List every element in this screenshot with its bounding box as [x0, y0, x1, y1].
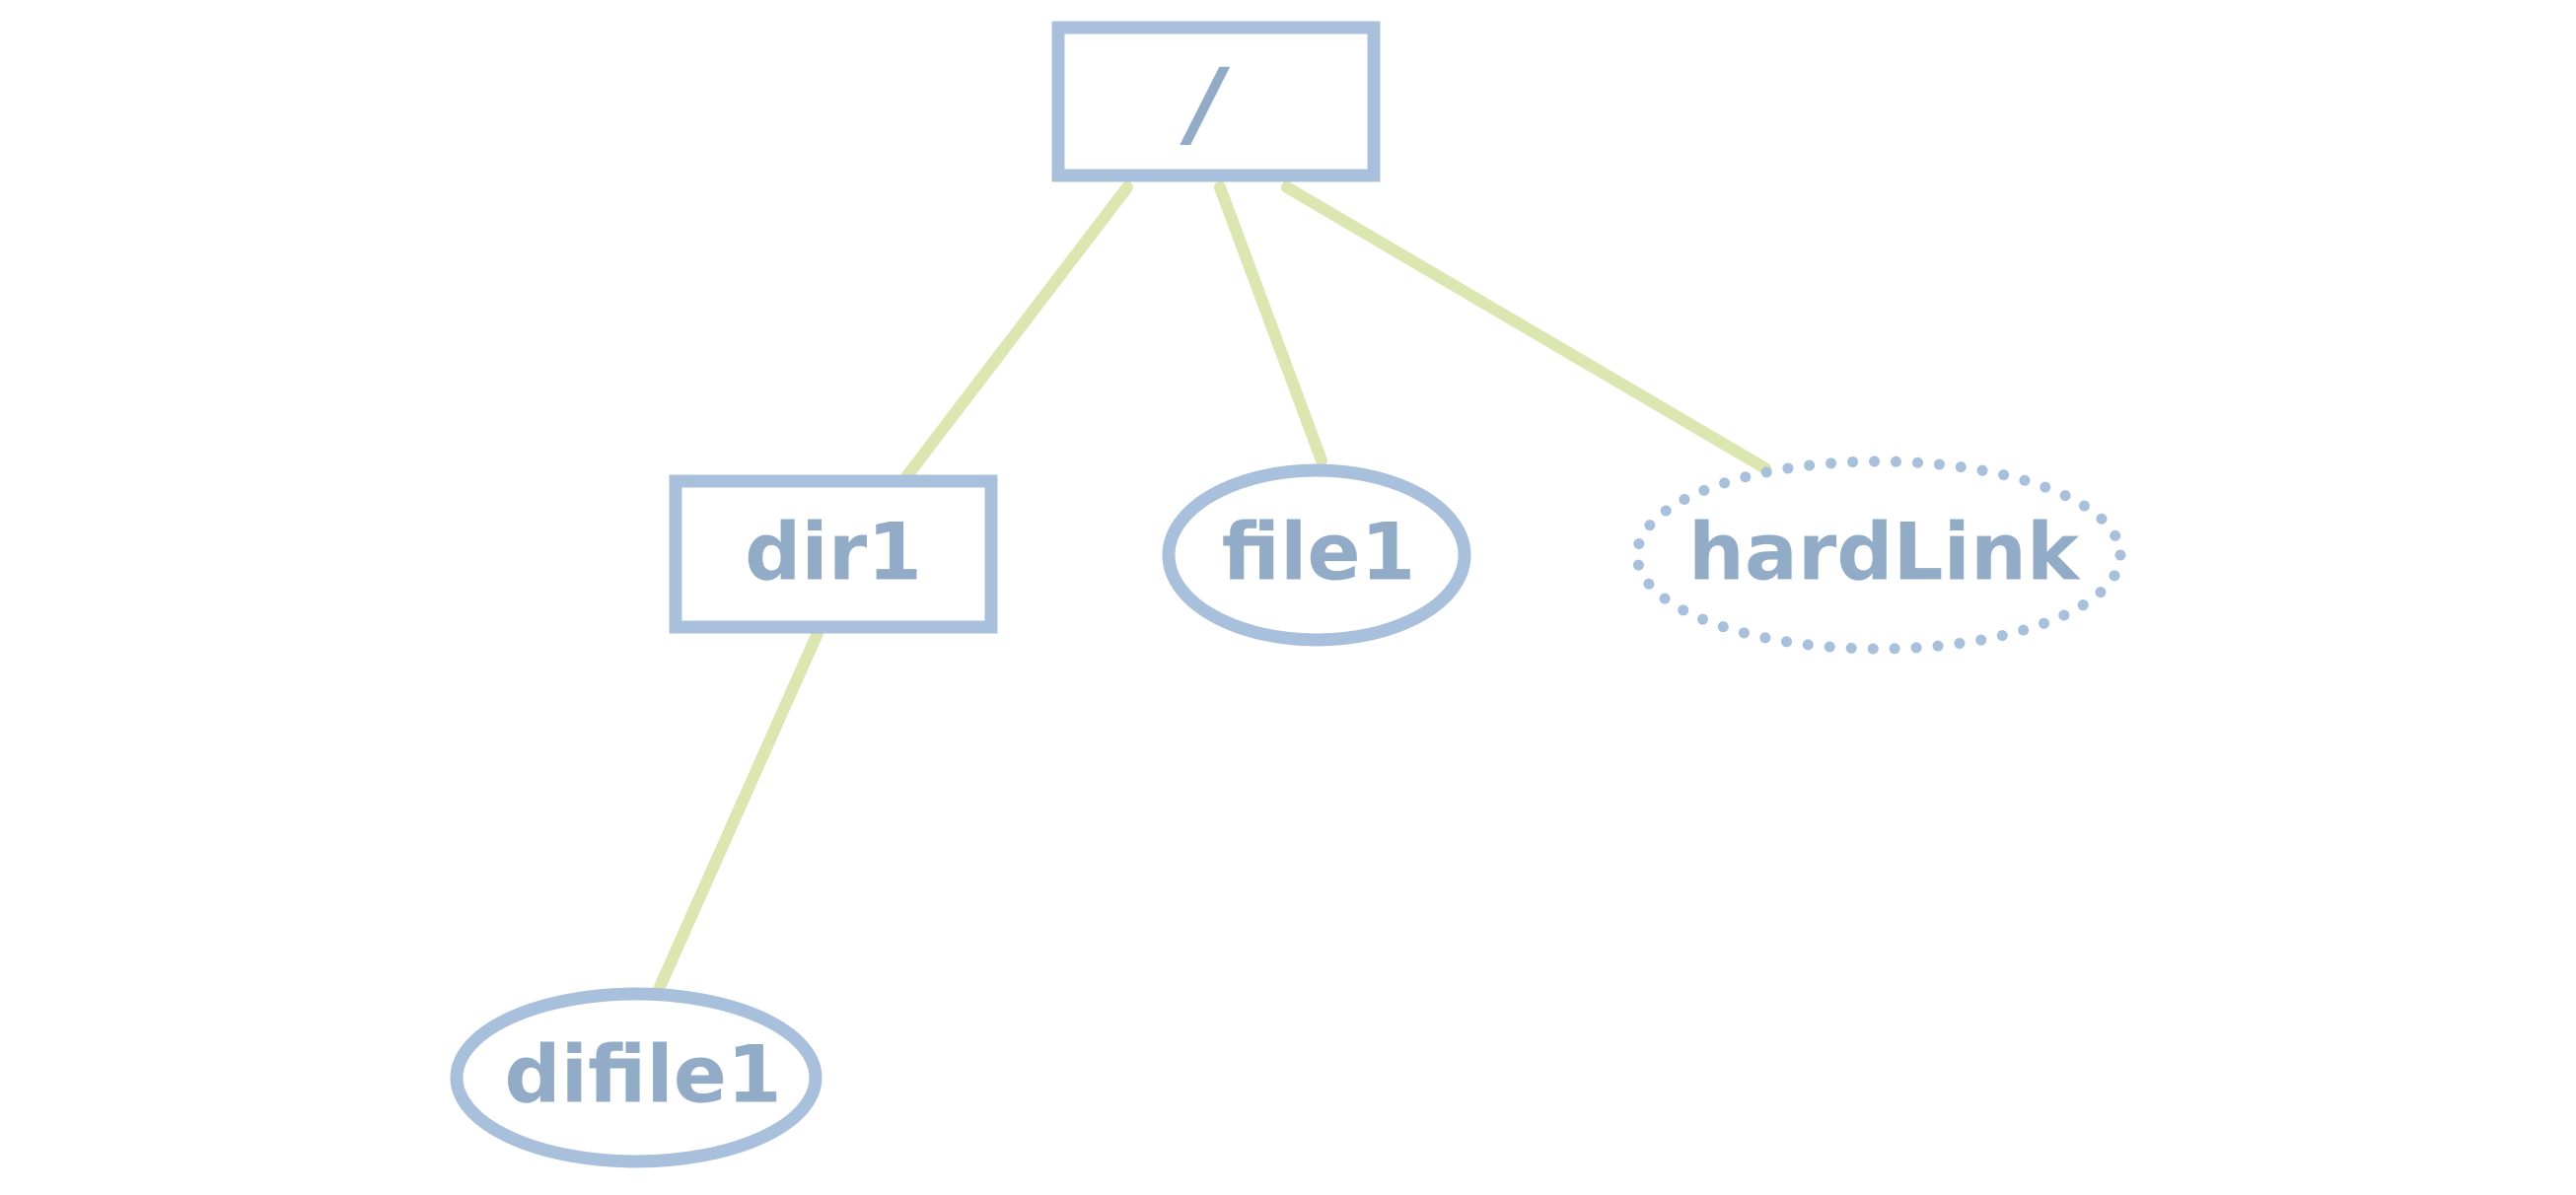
hardlink-ellipse: [1631, 456, 2126, 655]
edge-root-dir1: [899, 181, 1133, 484]
hardlink-label: hardLink: [1688, 507, 2081, 598]
edges: [650, 181, 1771, 1002]
file1-label: file1: [1222, 507, 1416, 598]
node-dir1[interactable]: dir1: [669, 474, 998, 634]
file1-ellipse: [1162, 463, 1471, 647]
difile1-label: difile1: [504, 1029, 781, 1121]
difile1-ellipse: [450, 987, 823, 1168]
edge-root-file1: [1214, 181, 1327, 466]
root-box: [1051, 21, 1381, 182]
node-difile1[interactable]: difile1: [450, 987, 823, 1168]
dir1-label: dir1: [745, 507, 922, 598]
node-file1[interactable]: file1: [1162, 463, 1471, 647]
edge-dir1-difile1: [650, 625, 824, 1002]
edge-root-hardlink: [1281, 181, 1771, 474]
dir1-box: [669, 474, 998, 634]
node-root[interactable]: /: [1051, 21, 1381, 182]
node-hardlink[interactable]: hardLink: [1631, 456, 2126, 655]
